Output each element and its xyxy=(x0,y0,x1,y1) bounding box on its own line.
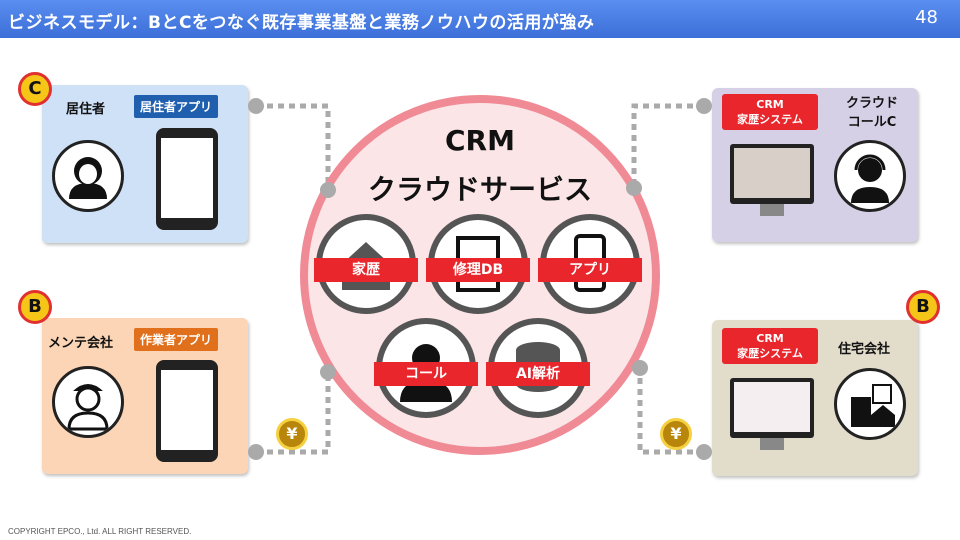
callc-system-tag: CRM 家歴システム xyxy=(722,94,818,130)
house-monitor xyxy=(730,378,814,438)
resident-avatar xyxy=(52,140,124,212)
monitor-stand xyxy=(760,438,784,450)
connector-dot xyxy=(248,98,264,114)
maint-app-tag: 作業者アプリ xyxy=(134,328,219,351)
yen-coin-icon: ¥ xyxy=(276,418,308,450)
callc-label: クラウド コールC xyxy=(845,96,898,130)
connector-dot xyxy=(626,180,642,196)
center-title-1: CRM xyxy=(445,124,515,157)
house-label: 住宅会社 xyxy=(838,342,891,357)
building-icon xyxy=(851,384,895,427)
page-title: ビジネスモデル：BとCをつなぐ既存事業基盤と業務ノウハウの活用が強み xyxy=(8,13,595,33)
woman-icon xyxy=(69,157,107,199)
connector-dot xyxy=(320,364,336,380)
maint-label: メンテ会社 xyxy=(48,336,114,351)
connector-dot xyxy=(632,360,648,376)
resident-badge: C xyxy=(18,72,52,106)
node-repair-db: 修理DB xyxy=(426,214,530,314)
maint-phone xyxy=(156,360,218,462)
house-badge: B xyxy=(906,290,940,324)
building-avatar xyxy=(834,368,906,440)
resident-app-tag: 居住者アプリ xyxy=(134,95,219,118)
maint-badge: B xyxy=(18,290,52,324)
copyright: COPYRIGHT EPCO., Ltd. ALL RIGHT RESERVED… xyxy=(8,527,192,536)
resident-label: 居住者 xyxy=(66,102,106,117)
maint-avatar xyxy=(52,366,124,438)
node-call: コール xyxy=(374,318,478,418)
callc-monitor xyxy=(730,144,814,204)
worker-icon xyxy=(67,384,109,431)
page-number: 48 xyxy=(915,7,938,28)
headset-operator-icon xyxy=(851,154,889,203)
yen-coin-icon: ¥ xyxy=(660,418,692,450)
header-bar: ビジネスモデル：BとCをつなぐ既存事業基盤と業務ノウハウの活用が強み 48 xyxy=(0,0,960,38)
node-history: 家歴 xyxy=(314,214,418,314)
center-title-2: クラウドサービス xyxy=(367,173,592,206)
node-app: アプリ xyxy=(538,214,642,314)
node-ai-analysis: AI解析 xyxy=(486,318,590,418)
connector-dot xyxy=(696,444,712,460)
connector-dot xyxy=(248,444,264,460)
resident-phone xyxy=(156,128,218,230)
monitor-stand xyxy=(760,204,784,216)
connector-dot xyxy=(320,182,336,198)
house-system-tag: CRM 家歴システム xyxy=(722,328,818,364)
connector-dot xyxy=(696,98,712,114)
operator-avatar xyxy=(834,140,906,212)
